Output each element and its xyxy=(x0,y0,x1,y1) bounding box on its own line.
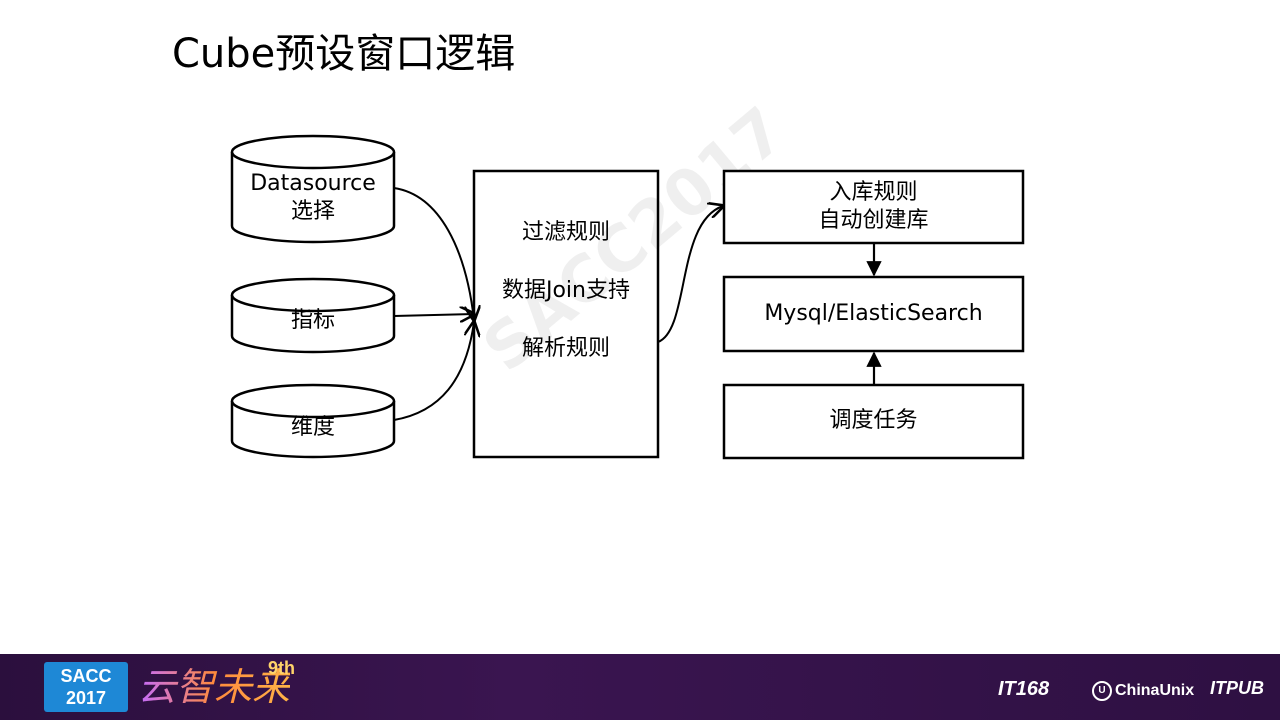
partner-it168-logo: IT168 xyxy=(998,678,1050,700)
slogan: 云智未来 xyxy=(138,665,291,709)
datasource-label-line2: 选择 xyxy=(290,199,335,224)
sacc-logo-line1: SACC xyxy=(60,666,112,686)
partner-itpub-logo: ITPUB xyxy=(1210,678,1264,698)
dimensions-cylinder xyxy=(230,383,396,459)
scheduler-label: 调度任务 xyxy=(829,408,918,433)
arrow-datasource-to-processor xyxy=(393,187,474,320)
datasource-cylinder xyxy=(230,134,396,244)
scheduler-box xyxy=(722,383,1025,460)
chinaunix-text: ChinaUnix xyxy=(1115,682,1195,700)
arrow-processor-to-rules xyxy=(657,206,723,343)
arrow-dimensions-to-processor xyxy=(393,322,474,421)
page-title: Cube预设窗口逻辑 xyxy=(172,31,516,77)
rules-label-line1: 入库规则 xyxy=(829,180,918,205)
storage-box xyxy=(722,275,1025,353)
datasource-label: Datasource 选择 xyxy=(232,170,394,226)
processor-line-filter: 过滤规则 xyxy=(521,220,610,245)
chinaunix-mark-icon: U xyxy=(1092,681,1112,701)
sacc-logo-line2: 2017 xyxy=(65,688,107,708)
slogan-edition: 9th xyxy=(268,658,295,678)
sacc-logo: SACC 2017 xyxy=(44,662,128,712)
dimensions-label: 维度 xyxy=(290,415,335,440)
rules-label-line2: 自动创建库 xyxy=(818,208,929,233)
processor-line-join: 数据Join支持 xyxy=(501,278,630,303)
metrics-cylinder xyxy=(230,277,396,354)
datasource-label-line1: Datasource xyxy=(250,171,376,196)
rules-label: 入库规则 自动创建库 xyxy=(724,179,1023,235)
metrics-label: 指标 xyxy=(290,308,335,333)
processor-line-parse: 解析规则 xyxy=(521,336,610,361)
arrow-metrics-to-processor xyxy=(393,314,474,316)
storage-label: Mysql/ElasticSearch xyxy=(764,301,983,326)
